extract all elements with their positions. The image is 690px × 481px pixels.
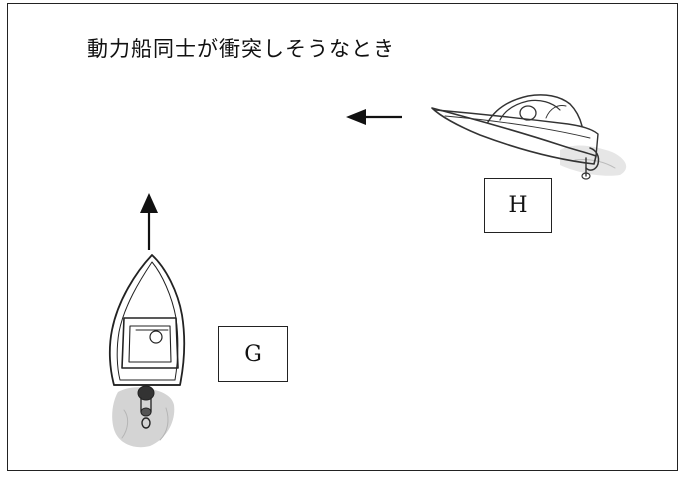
boat-g-label: G — [218, 326, 288, 382]
boat-h-label: H — [484, 178, 552, 233]
arrow-left-icon — [346, 109, 402, 125]
boat-h-sketch — [431, 94, 627, 180]
diagram-title: 動力船同士が衝突しそうなとき — [87, 37, 395, 61]
boat-g-sketch — [108, 254, 186, 448]
arrow-up-icon — [140, 193, 158, 250]
